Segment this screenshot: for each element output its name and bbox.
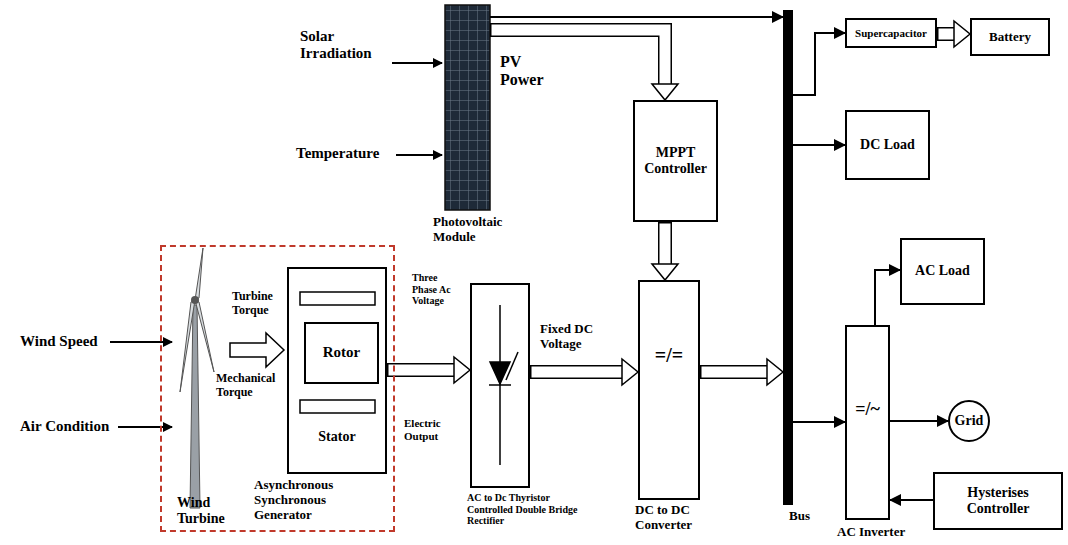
annotation-label: Mechanical Torque xyxy=(216,372,284,400)
annotation-label: Wind Speed xyxy=(20,333,115,350)
input-arrow xyxy=(118,426,172,428)
node-label: =/~ xyxy=(847,399,888,420)
connector xyxy=(875,270,900,325)
wind-system-group: Wind TurbineStatorAsynchronous Synchrono… xyxy=(160,245,395,532)
node-label: PV Power xyxy=(500,53,555,90)
generator-box: StatorAsynchronous Synchronous Generator… xyxy=(287,267,387,474)
hollow-arrow-head xyxy=(652,84,678,100)
node-label: Stator xyxy=(289,429,385,445)
hollow-arrow-fill xyxy=(702,367,768,378)
node-label: Battery xyxy=(986,30,1034,45)
hollow-arrow-fill xyxy=(532,367,623,378)
grid-circle: Grid xyxy=(948,400,990,442)
annotation-label: Temperature xyxy=(296,145,396,162)
wind-turbine xyxy=(180,248,214,508)
pv-module: PV PowerPhotovoltaic Module xyxy=(445,5,490,210)
hollow-arrow-head xyxy=(954,21,970,47)
node-label: Rotor xyxy=(320,344,364,361)
node-label: Bus xyxy=(789,509,829,524)
input-arrow xyxy=(110,341,172,343)
input-arrow xyxy=(392,62,442,64)
hollow-arrow-outline xyxy=(387,363,454,377)
connector xyxy=(387,357,470,383)
connector xyxy=(652,222,678,280)
hollow-arrow-head xyxy=(454,357,470,383)
hollow-arrow-head xyxy=(652,264,678,280)
annotation-label: Air Condition xyxy=(20,418,120,435)
hollow-arrow-outline xyxy=(937,27,954,41)
input-arrow xyxy=(396,154,442,156)
stator-bar xyxy=(300,400,375,413)
connector xyxy=(793,33,845,95)
connector xyxy=(793,422,845,423)
rectifier-box: AC to Dc Thyristor Controlled Double Bri… xyxy=(470,283,530,488)
node-label: DC to DC Converter xyxy=(635,503,727,533)
connector xyxy=(700,359,783,385)
node-label: MPPT Controller xyxy=(635,145,716,177)
stator-bar xyxy=(300,292,375,305)
connector xyxy=(490,17,783,18)
controller-box: Hysterises Controller xyxy=(933,472,1063,530)
node-label: Photovoltaic Module xyxy=(433,215,528,245)
wire-arrow xyxy=(793,33,845,95)
connector xyxy=(490,30,678,100)
node-label: DC Load xyxy=(857,137,918,153)
connector xyxy=(890,421,948,422)
annotation-label: Turbine Torque xyxy=(232,290,284,318)
converter-box: =/=DC to DC Converter xyxy=(638,280,700,500)
hollow-arrow-head xyxy=(767,359,783,385)
wire-arrow xyxy=(890,420,948,422)
edge-label: Three Phase Ac Voltage xyxy=(412,272,460,307)
node-label: Grid xyxy=(952,413,987,429)
hollow-arrow-fill xyxy=(939,29,955,40)
hollow-arrow-fill xyxy=(660,224,671,265)
annotation-label: Electric Output xyxy=(404,417,466,442)
hollow-arrow-head xyxy=(622,359,638,385)
torque-arrow xyxy=(230,333,284,367)
connector xyxy=(530,359,638,385)
wire-arrow xyxy=(890,499,933,501)
inverter-box: =/~AC Inverter xyxy=(845,325,890,520)
hollow-arrow-outline xyxy=(658,222,672,264)
load-box: AC Load xyxy=(900,238,985,305)
hollow-arrow-fill xyxy=(389,365,455,376)
node-label: AC Load xyxy=(912,263,973,279)
connector xyxy=(793,145,845,146)
connector xyxy=(890,500,933,501)
annotation-label: Solar Irradiation xyxy=(300,28,395,63)
hollow-arrow-outline xyxy=(700,365,767,379)
node-label: =/= xyxy=(640,344,698,367)
storage-box: Battery xyxy=(970,18,1050,56)
node-label: AC to Dc Thyristor Controlled Double Bri… xyxy=(467,492,579,527)
dc-bus: Bus xyxy=(783,10,793,505)
node-label: Supercapacitor xyxy=(852,27,930,40)
thyristor-symbol xyxy=(489,305,518,465)
wire-arrow xyxy=(875,270,900,325)
wire-arrow xyxy=(793,144,845,146)
node-label: Hysterises Controller xyxy=(935,485,1061,517)
node-label: AC Inverter xyxy=(837,525,937,540)
wire-arrow xyxy=(793,421,845,423)
hollow-arrow-outline xyxy=(530,365,622,379)
connector xyxy=(937,21,970,47)
node-label: Wind Turbine xyxy=(177,495,247,527)
wire-arrow xyxy=(490,16,783,18)
edge-label: Fixed DC Voltage xyxy=(540,322,632,352)
controller-box: MPPT Controller xyxy=(633,100,718,222)
load-box: DC Load xyxy=(845,110,930,180)
pv-panel xyxy=(445,5,490,210)
node-label: Asynchronous Synchronous Generator xyxy=(254,478,359,523)
rotor-box: Rotor xyxy=(304,322,379,384)
storage-box: Supercapacitor xyxy=(845,18,937,48)
